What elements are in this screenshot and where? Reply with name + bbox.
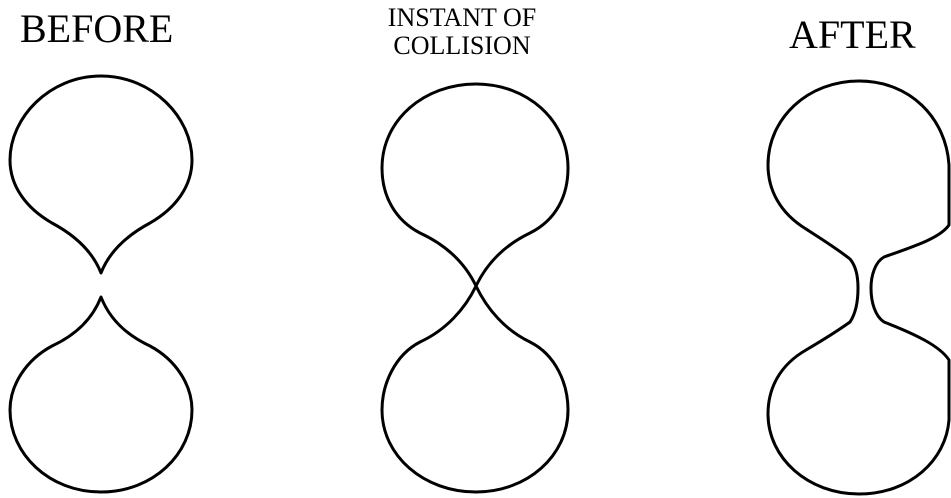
stage-instant-of-collision	[382, 84, 568, 492]
instant-outline	[382, 84, 568, 492]
before-top-droplet	[10, 76, 192, 273]
before-bottom-droplet	[10, 297, 192, 492]
stage-after	[768, 81, 949, 494]
after-outline	[768, 81, 949, 494]
stage-before	[10, 76, 192, 492]
